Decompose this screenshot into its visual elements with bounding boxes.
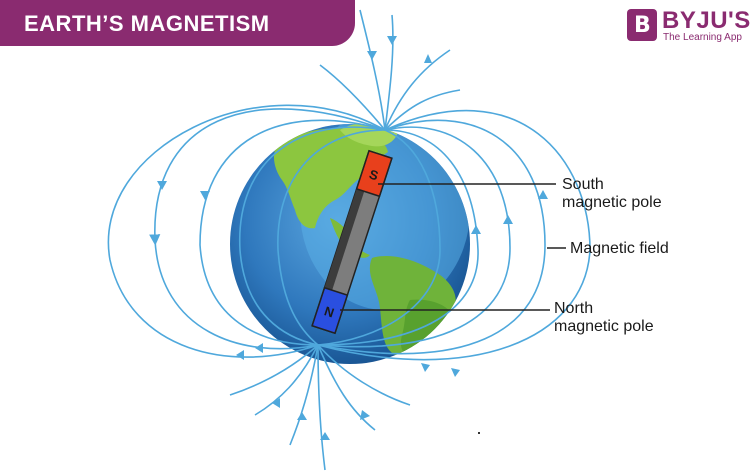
field-line — [107, 104, 386, 358]
field-arrow — [200, 191, 210, 200]
logo-name: BYJU'S — [662, 7, 750, 34]
field-arrow — [297, 412, 307, 420]
field-line — [199, 119, 386, 346]
south-pole-end — [355, 149, 393, 198]
field-arrow — [387, 36, 397, 45]
field-arrow — [503, 215, 513, 224]
bar-magnet: S N — [311, 149, 393, 335]
north-pole-label: North magnetic pole — [554, 300, 654, 336]
field-line — [149, 108, 386, 350]
byjus-logo[interactable]: B BYJU'S The Learning App — [627, 7, 750, 48]
field-arrow — [360, 410, 370, 420]
field-line — [277, 129, 386, 346]
field-line — [317, 129, 441, 346]
field-line — [289, 344, 319, 446]
south-america-shade — [400, 299, 452, 355]
field-arrow — [471, 225, 481, 234]
field-line — [384, 49, 451, 131]
field-arrow — [320, 432, 330, 440]
logo-badge-letter: B — [634, 13, 651, 38]
field-arrows — [157, 36, 548, 440]
field-line — [317, 344, 411, 406]
magnetic-field-lines — [107, 9, 591, 471]
field-line — [319, 64, 386, 131]
title-banner: EARTH’S MAGNETISM — [0, 0, 355, 46]
field-line — [317, 344, 376, 431]
logo-badge-icon: B — [627, 9, 657, 41]
field-arrow — [255, 343, 263, 353]
field-arrow — [272, 398, 280, 408]
field-line — [317, 109, 591, 361]
field-line — [384, 89, 461, 131]
south-pole-label-line1: South — [562, 176, 604, 193]
field-arrow — [367, 51, 377, 60]
field-arrow — [451, 368, 460, 377]
north-america — [273, 128, 388, 229]
logo-tagline: The Learning App — [663, 32, 742, 43]
magnet-shade — [312, 150, 377, 329]
field-arrow — [421, 363, 430, 372]
field-arrow — [424, 54, 432, 63]
field-arrow — [157, 181, 167, 190]
south-pole-label: South magnetic pole — [562, 176, 662, 212]
stray-dot — [478, 432, 480, 434]
north-pole-label-line1: North — [554, 300, 594, 317]
field-line — [317, 126, 511, 348]
field-line — [254, 344, 319, 416]
field-arrow — [538, 190, 548, 199]
south-pole-label-line2: magnetic pole — [562, 194, 662, 211]
page-title: EARTH’S MAGNETISM — [24, 11, 270, 36]
magnetic-field-label: Magnetic field — [570, 240, 669, 257]
north-pole-label-line2: magnetic pole — [554, 318, 654, 335]
field-line — [317, 344, 326, 471]
north-letter: N — [323, 303, 337, 320]
field-line — [239, 126, 386, 346]
north-pole-end — [311, 286, 349, 335]
field-line — [229, 344, 319, 396]
field-arrow — [236, 350, 244, 360]
field-line — [384, 14, 394, 131]
field-line — [359, 9, 386, 131]
field-line — [317, 119, 546, 355]
field-line — [317, 129, 479, 346]
